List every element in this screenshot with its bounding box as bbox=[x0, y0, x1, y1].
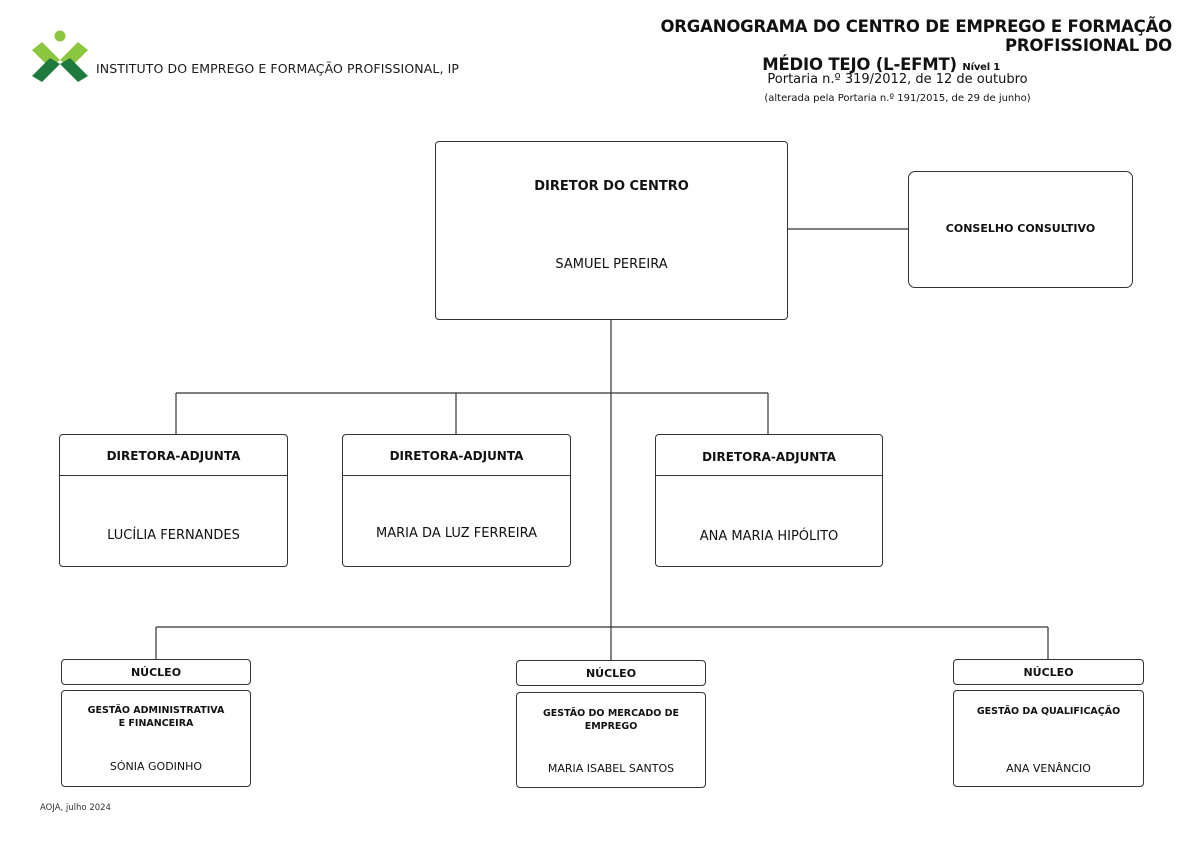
nucleo-label-box: NÚCLEO bbox=[516, 660, 706, 686]
nucleo-label-box: NÚCLEO bbox=[953, 659, 1144, 685]
director-role: DIRETOR DO CENTRO bbox=[534, 179, 689, 194]
nucleo-box: GESTÃO ADMINISTRATIVA E FINANCEIRA SÓNIA… bbox=[61, 690, 251, 787]
title-line-2: MÉDIO TEJO (L-EFMT) Nível 1 bbox=[600, 55, 1172, 77]
deputy-header bbox=[343, 435, 570, 476]
director-name: SAMUEL PEREIRA bbox=[555, 257, 668, 272]
nucleo-label-box: NÚCLEO bbox=[61, 659, 251, 685]
deputy-role: DIRETORA-ADJUNTA bbox=[702, 450, 836, 464]
deputy-header bbox=[60, 435, 287, 476]
nucleo-unit: GESTÃO ADMINISTRATIVA E FINANCEIRA bbox=[62, 704, 250, 730]
iefp-logo bbox=[32, 30, 88, 82]
subtitle: Portaria n.º 319/2012, de 12 de outubro bbox=[767, 72, 1028, 87]
deputy-name: LUCÍLIA FERNANDES bbox=[107, 528, 240, 543]
nucleo-head-name: ANA VENÂNCIO bbox=[1006, 762, 1091, 775]
level-label: Nível 1 bbox=[962, 62, 1000, 73]
deputy-box: DIRETORA-ADJUNTA ANA MARIA HIPÓLITO bbox=[655, 434, 883, 567]
nucleo-box: GESTÃO DO MERCADO DE EMPREGO MARIA ISABE… bbox=[516, 692, 706, 788]
nucleo-unit-line-1: GESTÃO DO MERCADO DE EMPREGO bbox=[542, 708, 680, 732]
page-title: ORGANOGRAMA DO CENTRO DE EMPREGO E FORMA… bbox=[600, 17, 1172, 77]
deputy-box: DIRETORA-ADJUNTA MARIA DA LUZ FERREIRA bbox=[342, 434, 571, 567]
nucleo-unit-line-1: GESTÃO DA QUALIFICAÇÃO bbox=[976, 706, 1121, 717]
deputy-name: MARIA DA LUZ FERREIRA bbox=[376, 526, 537, 541]
nucleo-label: NÚCLEO bbox=[130, 666, 182, 679]
deputy-role: DIRETORA-ADJUNTA bbox=[389, 449, 524, 463]
org-name: INSTITUTO DO EMPREGO E FORMAÇÃO PROFISSI… bbox=[96, 61, 460, 76]
council-box: CONSELHO CONSULTIVO bbox=[908, 171, 1133, 288]
subtitle-amendment: (alterada pela Portaria n.º 191/2015, de… bbox=[764, 93, 1031, 104]
title-line-1: ORGANOGRAMA DO CENTRO DE EMPREGO E FORMA… bbox=[660, 17, 1172, 55]
deputy-box: DIRETORA-ADJUNTA LUCÍLIA FERNANDES bbox=[59, 434, 288, 567]
nucleo-unit-line-2: E FINANCEIRA bbox=[118, 718, 194, 729]
director-box: DIRETOR DO CENTRO SAMUEL PEREIRA bbox=[435, 141, 788, 320]
deputy-name: ANA MARIA HIPÓLITO bbox=[699, 529, 839, 544]
nucleo-head-name: MARIA ISABEL SANTOS bbox=[547, 762, 675, 775]
title-line-2-text: MÉDIO TEJO (L-EFMT) bbox=[762, 55, 957, 74]
nucleo-unit-line-1: GESTÃO ADMINISTRATIVA bbox=[87, 705, 225, 716]
nucleo-unit: GESTÃO DO MERCADO DE EMPREGO bbox=[517, 707, 705, 733]
deputy-role: DIRETORA-ADJUNTA bbox=[106, 449, 241, 463]
nucleo-label: NÚCLEO bbox=[585, 667, 637, 680]
footer-note: AOJA, julho 2024 bbox=[40, 803, 111, 813]
nucleo-head-name: SÓNIA GODINHO bbox=[109, 760, 203, 773]
deputy-header bbox=[656, 435, 882, 476]
nucleo-unit: GESTÃO DA QUALIFICAÇÃO bbox=[954, 705, 1143, 718]
nucleo-box: GESTÃO DA QUALIFICAÇÃO ANA VENÂNCIO bbox=[953, 690, 1144, 787]
nucleo-label: NÚCLEO bbox=[1023, 666, 1074, 679]
council-label: CONSELHO CONSULTIVO bbox=[945, 222, 1096, 235]
